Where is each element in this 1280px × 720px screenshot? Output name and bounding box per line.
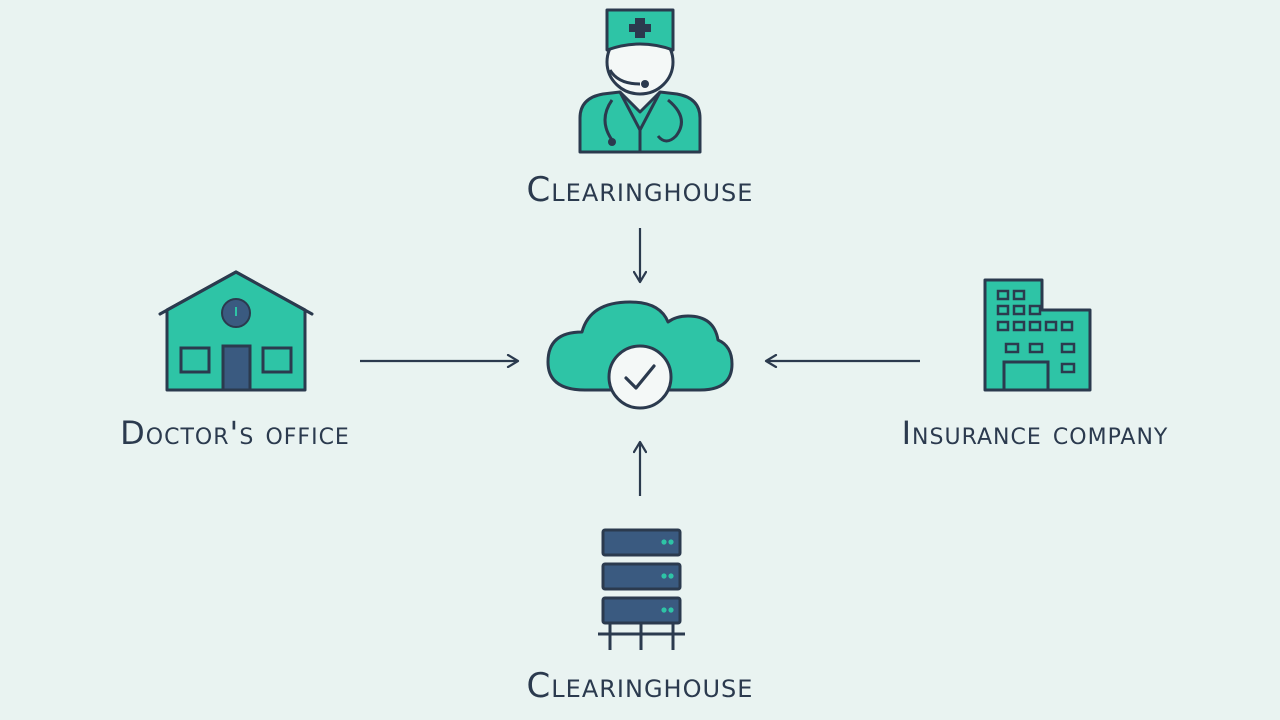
- cloud-check-icon: [546, 300, 734, 410]
- node-label-right: Insurance company: [901, 414, 1169, 452]
- node-label-left: Doctor's office: [120, 414, 350, 452]
- node-label-bottom: Clearinghouse: [526, 666, 754, 706]
- server-rack-icon: [598, 528, 685, 650]
- node-label-top: Clearinghouse: [526, 170, 754, 210]
- house-icon: [158, 270, 314, 392]
- office-building-icon: [983, 278, 1092, 392]
- medical-professional-icon: [578, 8, 702, 154]
